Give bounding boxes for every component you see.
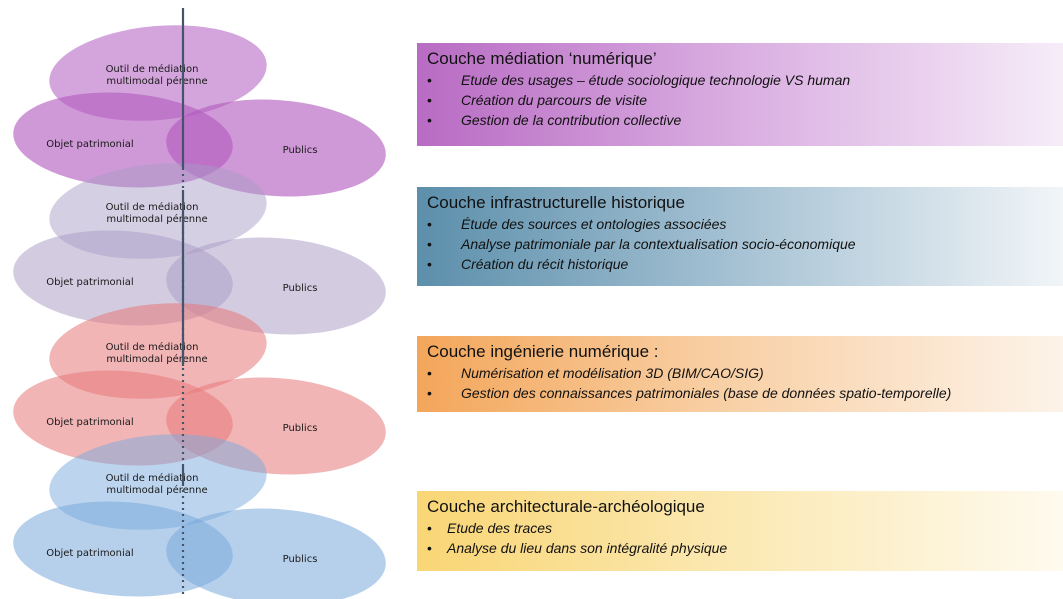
label-outil-line1: Outil de médiation xyxy=(106,472,199,484)
label-outil-line2: multimodal pérenne xyxy=(106,353,207,365)
label-outil-line2: multimodal pérenne xyxy=(106,484,207,496)
label-objet: Objet patrimonial xyxy=(46,417,133,428)
label-publics: Publics xyxy=(283,145,318,156)
label-objet: Objet patrimonial xyxy=(46,277,133,288)
label-outil-line1: Outil de médiation xyxy=(106,201,199,213)
ellipse-publics xyxy=(166,508,386,599)
layer-box-mediation: Couche médiation ‘numérique’ Etude des u… xyxy=(417,43,1063,146)
label-outil-line2: multimodal pérenne xyxy=(106,213,207,225)
layer-item: Etude des usages – étude sociologique te… xyxy=(427,70,1063,90)
label-objet: Objet patrimonial xyxy=(46,548,133,559)
layer-title-ingenierie: Couche ingénierie numérique : xyxy=(427,342,659,361)
layer-item: Analyse du lieu dans son intégralité phy… xyxy=(427,538,1063,558)
label-outil-line2: multimodal pérenne xyxy=(106,75,207,87)
label-objet: Objet patrimonial xyxy=(46,139,133,150)
layer-item: Création du parcours de visite xyxy=(427,90,1063,110)
layer-item: Étude des sources et ontologies associée… xyxy=(427,214,1063,234)
layer-box-architecture: Couche architecturale-archéologique Etud… xyxy=(417,491,1063,571)
label-publics: Publics xyxy=(283,423,318,434)
layer-item: Gestion des connaissances patrimoniales … xyxy=(427,383,1063,403)
layer-item: Analyse patrimoniale par la contextualis… xyxy=(427,234,1063,254)
ellipse-publics xyxy=(166,99,386,197)
layer-box-infrastructure: Couche infrastructurelle historique Étud… xyxy=(417,187,1063,286)
layer-title-architecture: Couche architecturale-archéologique xyxy=(427,497,705,516)
layer-box-ingenierie: Couche ingénierie numérique : Numérisati… xyxy=(417,336,1063,412)
label-publics: Publics xyxy=(283,554,318,565)
layer-title-mediation: Couche médiation ‘numérique’ xyxy=(427,49,657,68)
layer-item: Gestion de la contribution collective xyxy=(427,110,1063,130)
layer-item: Etude des traces xyxy=(427,518,1063,538)
layer-title-infrastructure: Couche infrastructurelle historique xyxy=(427,193,685,212)
label-outil-line1: Outil de médiation xyxy=(106,63,199,75)
label-outil-line1: Outil de médiation xyxy=(106,341,199,353)
label-publics: Publics xyxy=(283,283,318,294)
layer-item: Création du récit historique xyxy=(427,254,1063,274)
layer-item: Numérisation et modélisation 3D (BIM/CAO… xyxy=(427,363,1063,383)
